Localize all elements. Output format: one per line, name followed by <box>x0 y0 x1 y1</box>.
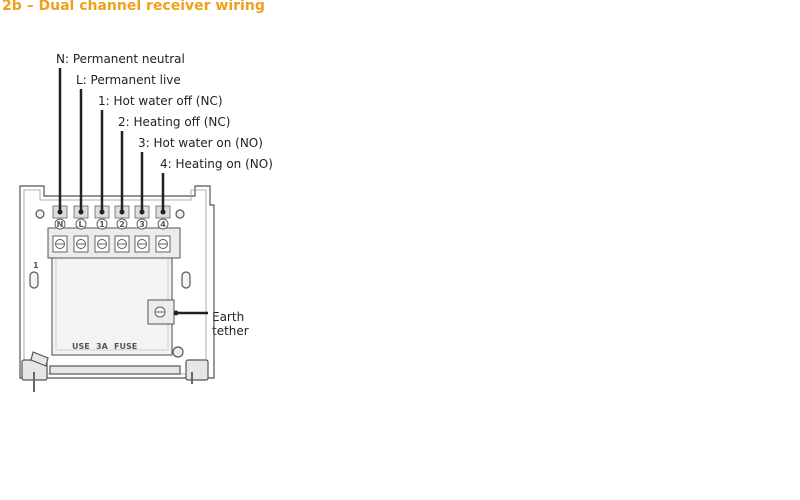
svg-text:2: 2 <box>119 220 125 229</box>
svg-text:4: 4 <box>160 220 166 229</box>
label-terminal-2: 2: Heating off (NC) <box>118 115 231 129</box>
plate-fuse-text-3: FUSE <box>114 342 137 351</box>
plate-side-number: 1 <box>33 261 39 270</box>
terminal-symbols: N L 1 2 3 4 <box>54 218 169 230</box>
label-terminal-1: 1: Hot water off (NC) <box>98 94 223 108</box>
terminal-symbol-4: 4 <box>157 218 169 230</box>
svg-text:1: 1 <box>99 220 105 229</box>
label-terminal-3: 3: Hot water on (NO) <box>138 136 263 150</box>
screw-icon <box>52 235 68 253</box>
plate-fuse-text-1: USE <box>72 342 90 351</box>
earth-tether-block <box>147 299 208 325</box>
svg-text:3: 3 <box>139 220 145 229</box>
earth-line-2: tether <box>212 324 249 338</box>
screw-icon <box>114 235 130 253</box>
label-live: L: Permanent live <box>76 73 181 87</box>
screw-icon <box>134 235 150 253</box>
plate-fuse-text-2: 3A <box>96 342 109 351</box>
terminal-clamps <box>52 205 171 219</box>
label-neutral: N: Permanent neutral <box>56 52 185 66</box>
screw-icon <box>155 235 171 253</box>
terminal-symbol-l: L <box>75 218 87 230</box>
screw-icon <box>94 235 110 253</box>
earth-tether-label: Earth tether <box>212 310 249 338</box>
svg-text:N: N <box>57 220 64 229</box>
screw-icon <box>73 235 89 253</box>
terminal-symbol-2: 2 <box>116 218 128 230</box>
earth-line-1: Earth <box>212 310 245 324</box>
terminal-symbol-n: N <box>54 218 66 230</box>
svg-text:L: L <box>78 220 83 229</box>
leader-dots <box>57 209 166 215</box>
leader-lines <box>58 68 165 212</box>
terminal-symbol-3: 3 <box>136 218 148 230</box>
page-title: 2b – Dual channel receiver wiring <box>2 0 265 14</box>
label-terminal-4: 4: Heating on (NO) <box>160 157 273 171</box>
terminal-symbol-1: 1 <box>96 218 108 230</box>
terminal-screws <box>52 235 171 253</box>
